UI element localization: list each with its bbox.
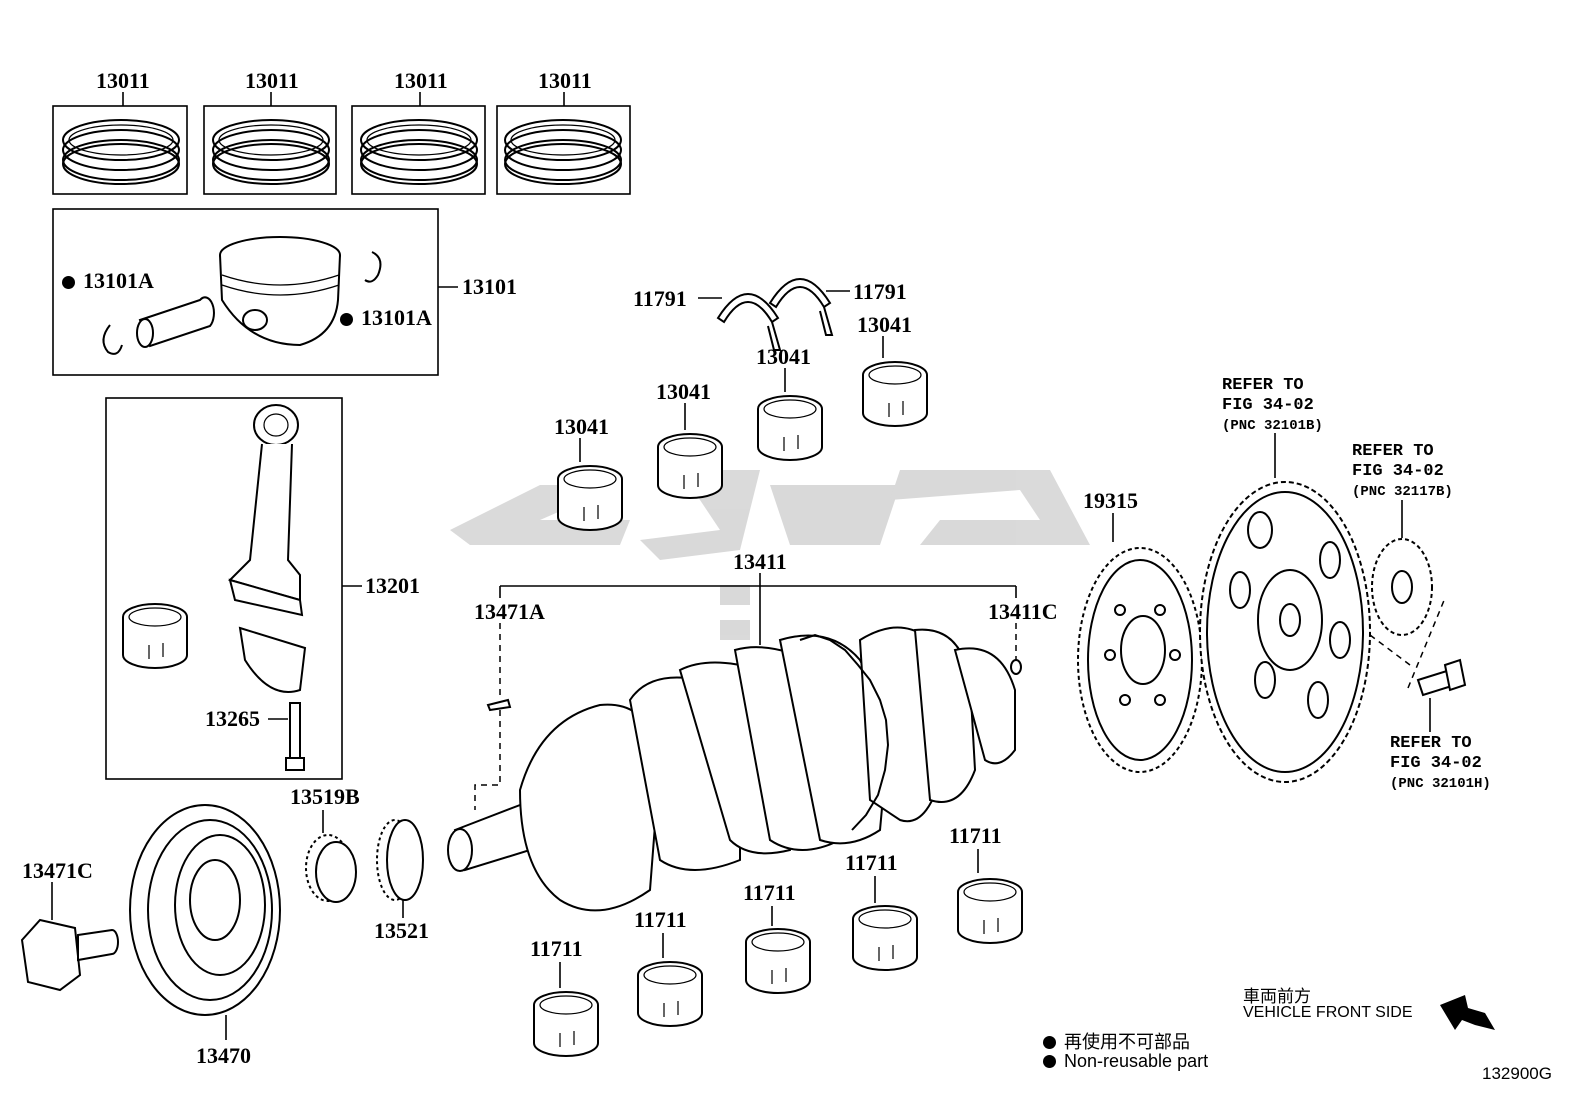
label-crank-pulley[interactable]: 13470	[196, 1043, 251, 1068]
crankshaft[interactable]	[447, 626, 1016, 912]
label-main-bearing-5[interactable]: 11711	[949, 823, 1002, 848]
filled-circle-icon	[62, 276, 75, 289]
reference-bolt-line3: (PNC 32101H)	[1390, 776, 1491, 792]
reference-flywheel-line2: FIG 34-02	[1222, 396, 1314, 415]
snap-ring-left-code: 13101A	[83, 268, 154, 293]
label-crank-gear[interactable]: 13521	[374, 918, 429, 943]
label-ring-set-2[interactable]: 13011	[245, 68, 299, 93]
conrod-group	[105, 397, 362, 780]
snap-ring-right[interactable]	[364, 251, 382, 283]
piston-group	[52, 208, 458, 376]
reference-flywheel[interactable]: REFER TO FIG 34-02 (PNC 32101B)	[1222, 376, 1323, 436]
reference-bolt-line2: FIG 34-02	[1390, 754, 1482, 773]
front-direction-jp: 車両前方	[1243, 987, 1311, 1006]
pulley-bolt[interactable]	[20, 918, 119, 992]
filled-circle-icon	[1043, 1055, 1056, 1068]
reference-spacer-line3: (PNC 32117B)	[1352, 484, 1453, 500]
label-pulley-bolt[interactable]: 13471C	[22, 858, 93, 883]
crank-gear[interactable]	[376, 819, 424, 901]
flywheel-bolt[interactable]	[1416, 658, 1467, 697]
label-main-bearing-2[interactable]: 11711	[634, 907, 687, 932]
snap-ring-right-code: 13101A	[361, 305, 432, 330]
spacer-plate[interactable]	[1371, 538, 1433, 636]
timing-sprocket[interactable]	[305, 834, 357, 903]
nonreusable-jp-text: 再使用不可部品	[1064, 1032, 1190, 1052]
crank-pulley[interactable]	[129, 804, 281, 1016]
reference-flywheel-line3: (PNC 32101B)	[1222, 418, 1323, 434]
label-main-bearing-3[interactable]: 11711	[743, 880, 796, 905]
ring-set-group	[52, 92, 631, 195]
nonreusable-en-text: Non-reusable part	[1064, 1051, 1209, 1071]
label-bearing-13041-a[interactable]: 13041	[554, 414, 609, 439]
label-main-bearing-1[interactable]: 11711	[530, 936, 583, 961]
label-plate[interactable]: 19315	[1083, 488, 1138, 513]
snap-ring-left[interactable]	[102, 324, 123, 355]
label-bearing-13041-b[interactable]: 13041	[656, 379, 711, 404]
label-piston-set[interactable]: 13101	[462, 274, 517, 299]
piston-pin[interactable]	[136, 296, 215, 348]
label-bearing-13041-d[interactable]: 13041	[857, 312, 912, 337]
front-direction-en: VEHICLE FRONT SIDE	[1243, 1004, 1413, 1021]
nonreusable-legend-en: Non-reusable part	[1043, 1051, 1208, 1072]
reference-spacer-line1: REFER TO	[1352, 442, 1434, 461]
label-ring-set-1[interactable]: 13011	[96, 68, 150, 93]
label-snap-ring-left[interactable]: 13101A	[62, 268, 154, 294]
label-thrust-washer-left[interactable]: 11791	[633, 286, 687, 311]
crankshaft-bracket	[474, 573, 1022, 810]
label-ring-set-3[interactable]: 13011	[394, 68, 448, 93]
label-main-bearing-4[interactable]: 11711	[845, 850, 898, 875]
label-snap-ring-right[interactable]: 13101A	[340, 305, 432, 331]
figure-code: 132900G	[1482, 1064, 1552, 1083]
label-conrod-bolt[interactable]: 13265	[205, 706, 260, 731]
label-crankshaft[interactable]: 13411	[733, 549, 787, 574]
reference-flywheel-line1: REFER TO	[1222, 376, 1304, 395]
conrod-bolt[interactable]	[285, 702, 305, 771]
label-conrod-assy[interactable]: 13201	[365, 573, 420, 598]
arrow-down-right-icon	[1440, 995, 1495, 1030]
connecting-rod[interactable]	[228, 404, 307, 693]
nonreusable-legend-jp: 再使用不可部品	[1043, 1028, 1190, 1054]
filled-circle-icon	[340, 313, 353, 326]
piston[interactable]	[219, 236, 341, 347]
flywheel[interactable]	[1199, 481, 1371, 783]
reference-spacer-line2: FIG 34-02	[1352, 462, 1444, 481]
reference-spacer[interactable]: REFER TO FIG 34-02 (PNC 32117B)	[1352, 442, 1453, 502]
reference-bolt[interactable]: REFER TO FIG 34-02 (PNC 32101H)	[1390, 734, 1491, 794]
label-ring-set-4[interactable]: 13011	[538, 68, 592, 93]
reference-bolt-line1: REFER TO	[1390, 734, 1472, 753]
label-thrust-washer-right[interactable]: 11791	[853, 279, 907, 304]
label-timing-sprocket[interactable]: 13519B	[290, 784, 360, 809]
filled-circle-icon	[1043, 1036, 1056, 1049]
label-crank-pin[interactable]: 13411C	[988, 599, 1058, 624]
label-bearing-13041-c[interactable]: 13041	[756, 344, 811, 369]
label-crank-key[interactable]: 13471A	[474, 599, 545, 624]
